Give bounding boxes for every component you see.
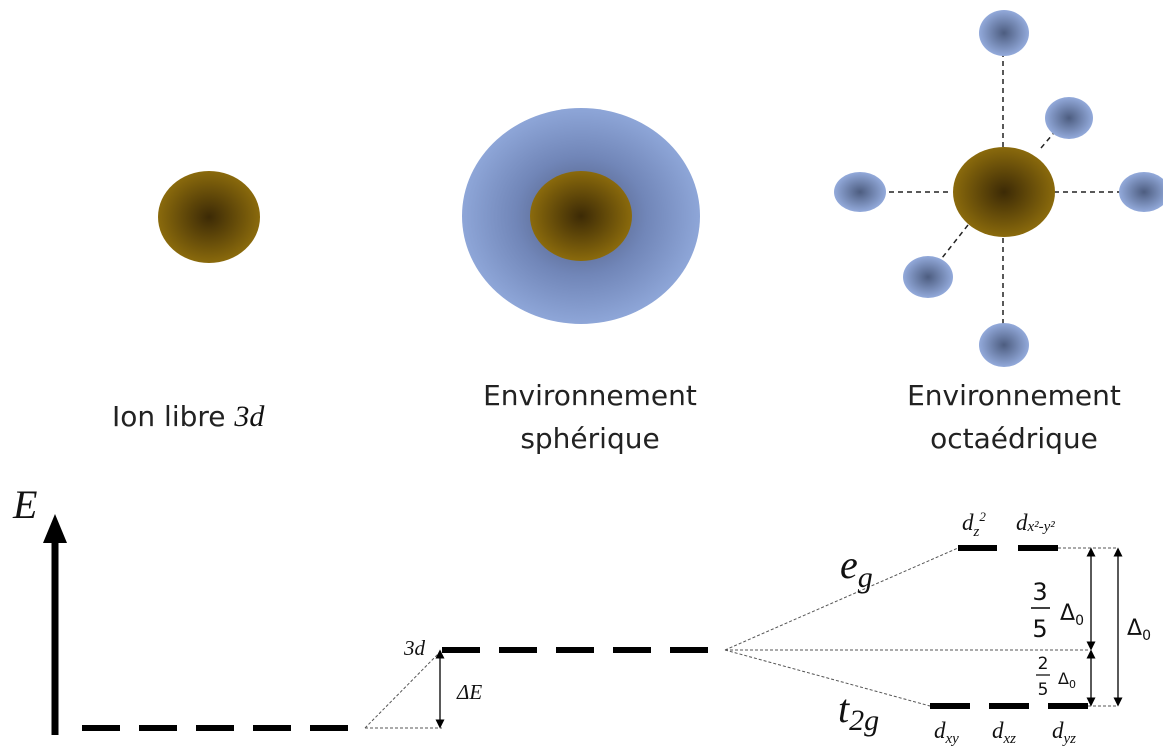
ligand-back <box>1045 97 1093 139</box>
energy-axis-label: E <box>12 482 37 527</box>
caption-free-ion: Ion libre 3d <box>112 400 265 433</box>
spherical-metal-ion <box>530 171 632 261</box>
ligand-bottom <box>979 323 1029 367</box>
frac-lower-denominator: 5 <box>1038 680 1049 700</box>
frac-upper-denominator: 5 <box>1032 615 1047 643</box>
caption-spherical-line1: Environnement <box>483 379 697 412</box>
t2g-label-sub: 2g <box>849 704 879 737</box>
ligand-front <box>903 256 953 298</box>
orbital-label-dxy: dxy <box>934 718 959 746</box>
caption-octahedral-line1: Environnement <box>907 379 1121 412</box>
octahedral-metal-ion <box>953 147 1055 237</box>
frac-lower-delta: Δ0 <box>1058 669 1076 691</box>
orbital-label-dx2y2: dx²-y² <box>1016 510 1055 535</box>
connector-free-to-3d <box>364 649 443 729</box>
caption-free-ion-prefix: Ion libre <box>112 400 234 433</box>
free-ion-illustration <box>158 171 260 263</box>
delta-e-label: ΔE <box>456 680 482 704</box>
eg-label-main: e <box>840 542 858 587</box>
orbital-label-dyz: dyz <box>1052 718 1076 746</box>
ligand-left <box>834 172 886 212</box>
orbital-label-dz2: dz2 <box>962 509 986 540</box>
spherical-environment-illustration <box>462 108 700 324</box>
octahedral-environment-illustration <box>834 10 1163 367</box>
frac-upper-numerator: 3 <box>1032 578 1047 606</box>
bond-front <box>941 224 969 259</box>
eg-label-sub: g <box>858 561 873 594</box>
ligand-right <box>1119 172 1163 212</box>
energy-axis-arrowhead <box>43 514 67 543</box>
caption-free-ion-orbital: 3d <box>233 400 265 433</box>
t2g-label-main: t <box>838 686 850 731</box>
caption-spherical-line2: sphérique <box>520 422 659 455</box>
connector-3d-to-t2g <box>724 649 931 707</box>
ligand-top <box>979 10 1029 56</box>
caption-octahedral-line2: octaédrique <box>930 422 1098 455</box>
t2g-label: t2g <box>838 686 879 737</box>
frac-upper-delta: Δ0 <box>1060 601 1084 629</box>
level-3d-label: 3d <box>403 636 426 660</box>
connector-3d-to-eg <box>724 547 959 651</box>
eg-label: eg <box>840 542 873 594</box>
delta-total-label: Δ0 <box>1127 616 1151 644</box>
orbital-label-dxz: dxz <box>992 718 1016 746</box>
free-ion-sphere <box>158 171 260 263</box>
frac-lower-numerator: 2 <box>1038 654 1049 674</box>
